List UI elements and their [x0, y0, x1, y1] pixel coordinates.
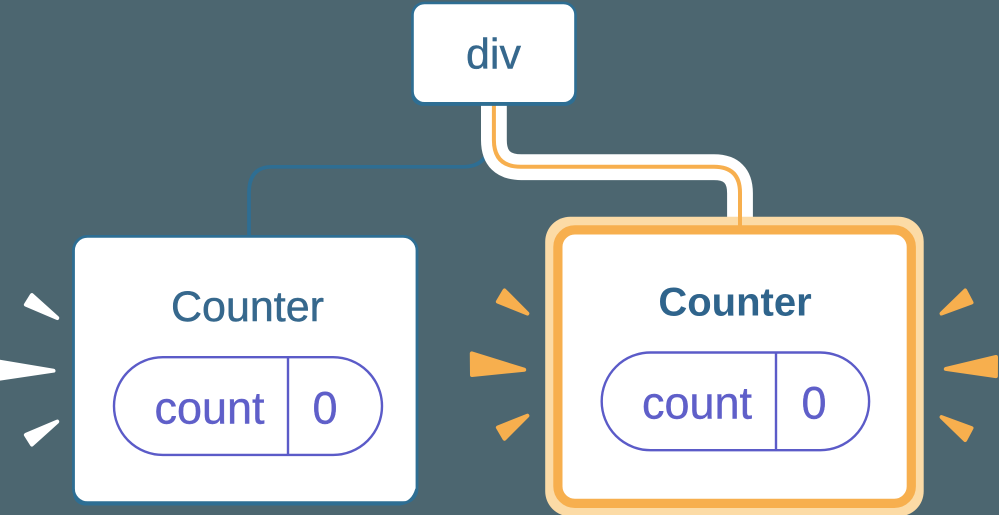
svg-text:count: count: [154, 382, 265, 433]
svg-text:0: 0: [312, 382, 337, 433]
svg-text:Counter: Counter: [171, 283, 324, 331]
svg-text:div: div: [466, 31, 521, 79]
svg-text:count: count: [642, 378, 753, 429]
svg-text:Counter: Counter: [658, 281, 811, 325]
svg-text:0: 0: [801, 378, 826, 429]
